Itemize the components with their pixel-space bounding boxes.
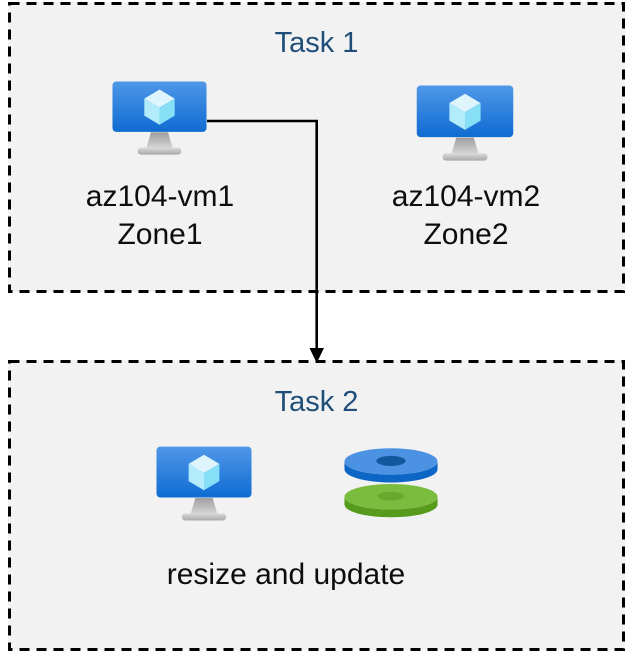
vm1-zone: Zone1 <box>117 218 203 251</box>
vm1-name: az104-vm1 <box>85 180 235 213</box>
azure-disks-icon <box>342 444 440 522</box>
task2-caption: resize and update <box>166 558 406 591</box>
vm2-zone: Zone2 <box>423 218 509 251</box>
vm2-name: az104-vm2 <box>391 180 541 213</box>
azure-vm-icon <box>156 446 252 523</box>
azure-vm-icon <box>416 85 514 163</box>
task1-title: Task 1 <box>274 27 359 59</box>
task2-title: Task 2 <box>274 386 359 418</box>
vm2-label: az104-vm2 Zone2 <box>341 178 591 254</box>
vm1-label: az104-vm1 Zone1 <box>35 178 285 254</box>
azure-vm-icon <box>112 81 207 157</box>
